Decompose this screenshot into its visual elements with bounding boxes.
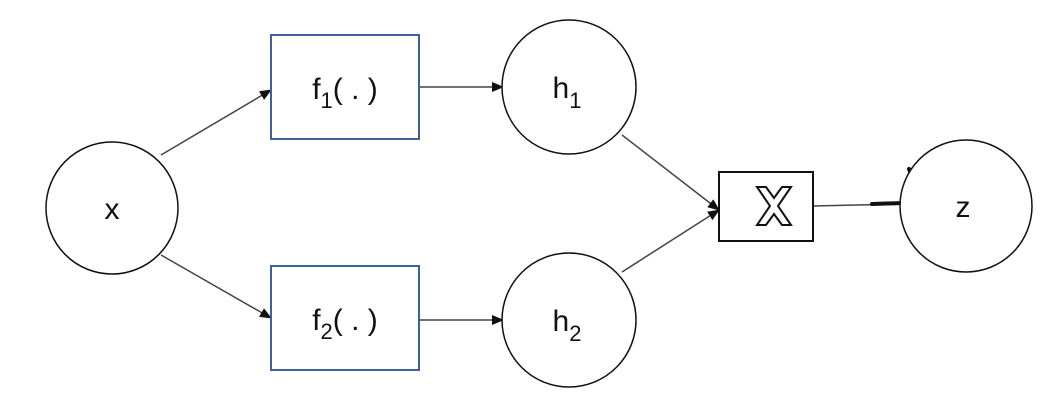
- node-x-label: x: [105, 193, 120, 226]
- edge-h2-to-multiply: [621, 209, 720, 273]
- node-h2: h2: [501, 252, 637, 388]
- node-f1: f1( . ): [270, 34, 420, 140]
- node-h1: h1: [501, 19, 637, 155]
- node-f1-label: f1( . ): [312, 73, 378, 113]
- node-f2-label: f2( . ): [312, 304, 378, 344]
- edge-x-to-f2: [160, 254, 272, 319]
- node-z: z: [899, 139, 1033, 273]
- multiply-icon: [755, 186, 793, 226]
- node-h1-label: h1: [553, 72, 582, 113]
- node-z-label: z: [956, 191, 971, 224]
- edge-h1-to-multiply: [621, 134, 720, 211]
- node-x: x: [45, 141, 179, 275]
- edge-x-to-f1: [160, 89, 272, 156]
- node-h2-label: h2: [553, 305, 582, 346]
- node-f2: f2( . ): [270, 265, 420, 371]
- node-multiply: [718, 171, 814, 242]
